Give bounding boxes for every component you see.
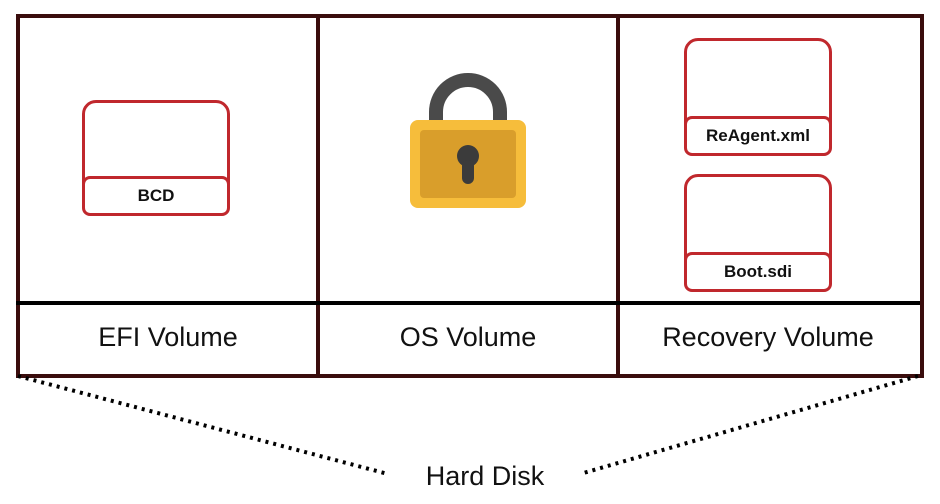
hard-disk-outline (16, 14, 924, 378)
reagent-file-name: ReAgent.xml (684, 116, 832, 156)
hard-disk-brace (17, 374, 919, 476)
bcd-file-name: BCD (82, 176, 230, 216)
volume-divider-2 (616, 14, 620, 374)
efi-volume-label: EFI Volume (98, 322, 238, 352)
os-volume-label: OS Volume (399, 322, 537, 352)
label-row-divider (16, 301, 920, 305)
recovery-volume-label: Recovery Volume (662, 322, 874, 352)
reagent-file: ReAgent.xml (684, 38, 832, 156)
volume-divider-1 (316, 14, 320, 374)
bcd-file: BCD (82, 100, 230, 216)
boot-sdi-file: Boot.sdi (684, 174, 832, 292)
padlock-icon (410, 73, 526, 208)
hard-disk-label: Hard Disk (425, 460, 545, 491)
boot-sdi-file-name: Boot.sdi (684, 252, 832, 292)
